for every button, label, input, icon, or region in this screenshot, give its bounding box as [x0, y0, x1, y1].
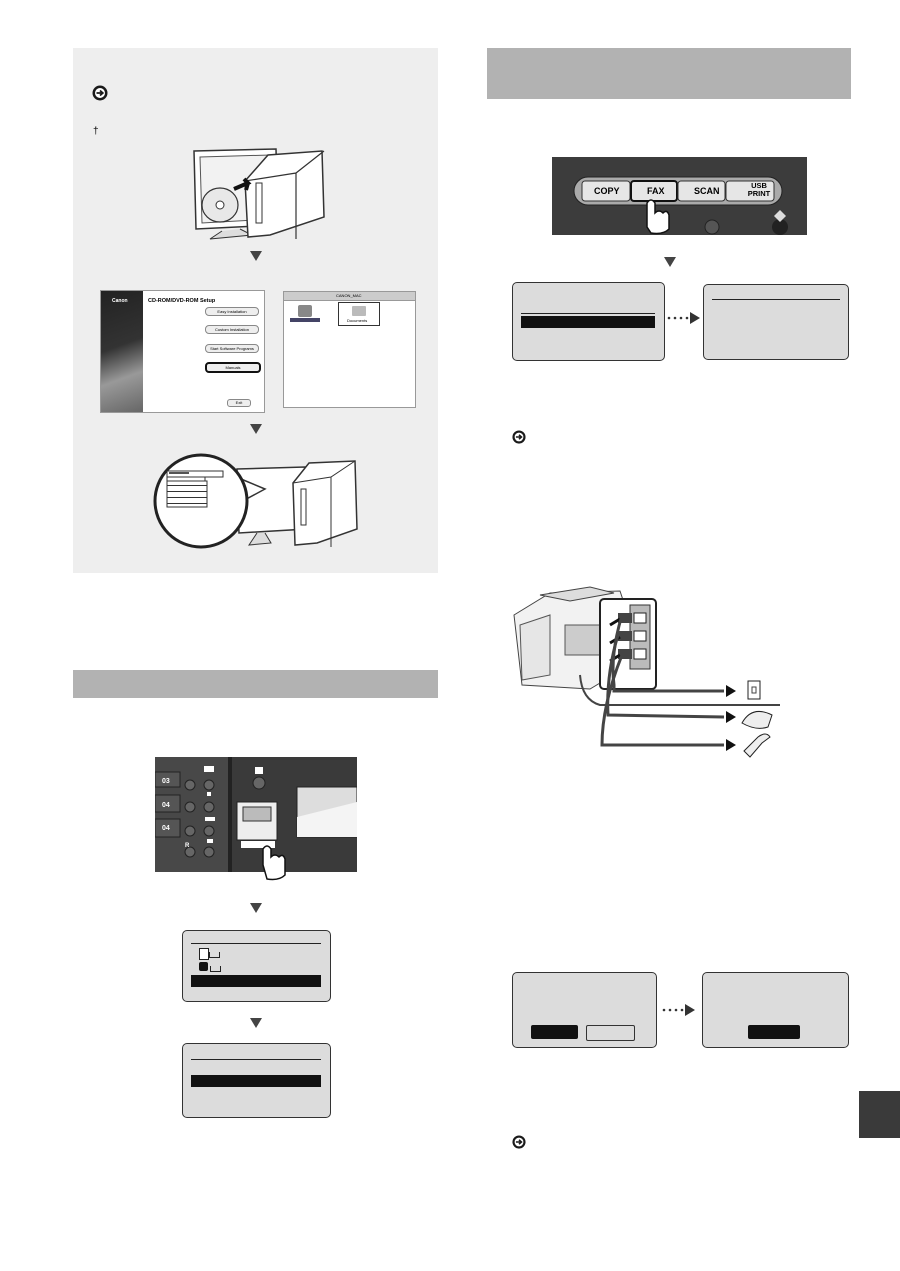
dotted-arrow	[666, 311, 702, 330]
mac-finder-window: CANON_MAC Documents	[283, 291, 416, 408]
paper-icon	[209, 952, 220, 958]
folder-label: Documents	[347, 318, 368, 323]
down-arrow-icon	[250, 251, 262, 261]
custom-installation-button[interactable]: Custom Installation	[205, 325, 259, 334]
usb-print-button[interactable]: USB PRINT	[747, 181, 771, 198]
lcd-selected-option[interactable]	[748, 1025, 800, 1039]
down-arrow-icon	[250, 903, 262, 913]
mode-buttons-photo: COPY FAX SCAN USB PRINT	[552, 157, 807, 240]
exit-button[interactable]: Exit	[227, 399, 251, 407]
finder-titlebar	[284, 292, 415, 301]
svg-text:04: 04	[162, 825, 170, 832]
lcd-display-menu	[182, 930, 331, 1002]
manuals-button[interactable]: Manuals	[205, 362, 261, 373]
lcd-divider	[191, 1059, 321, 1060]
down-arrow-icon	[250, 424, 262, 434]
paper-icon	[210, 966, 221, 972]
lcd-fax-result-screen	[703, 284, 849, 360]
lcd-fax-screen	[512, 282, 665, 361]
computer-insert-cd-illustration	[190, 145, 330, 248]
arrow-circle-icon	[512, 1135, 526, 1154]
lcd-divider	[712, 299, 840, 300]
setup-sidebar	[101, 291, 143, 412]
copy-button[interactable]: COPY	[594, 186, 620, 196]
svg-text:04: 04	[162, 802, 170, 809]
operation-panel-photo: 03 04 04 R	[154, 757, 358, 887]
scan-button[interactable]: SCAN	[694, 186, 720, 196]
lcd-done-screen	[702, 972, 849, 1048]
lcd-selected-row[interactable]	[191, 975, 321, 987]
setup-software-window: Canon CD-ROM/DVD-ROM Setup Easy Installa…	[100, 290, 265, 413]
installer-icon	[298, 305, 312, 317]
fax-button[interactable]: FAX	[647, 186, 665, 196]
lcd-selected-row[interactable]	[191, 1075, 321, 1087]
documents-folder[interactable]: Documents	[338, 302, 380, 326]
canon-logo: Canon	[112, 298, 128, 304]
down-arrow-icon	[250, 1018, 262, 1028]
lcd-divider	[521, 313, 655, 314]
lcd-selected-row[interactable]	[521, 316, 655, 328]
lcd-confirm-screen	[512, 972, 657, 1048]
dotted-arrow	[661, 1003, 697, 1022]
finder-title: CANON_MAC	[336, 293, 362, 298]
fax-line-connection-illustration	[510, 585, 800, 770]
drawer-icon	[199, 962, 208, 971]
paper-tray-icon	[199, 948, 209, 960]
lcd-selected-option[interactable]	[531, 1025, 578, 1039]
lcd-unselected-option[interactable]	[586, 1025, 635, 1041]
computer-manual-illustration	[145, 445, 370, 562]
down-arrow-icon	[664, 257, 676, 267]
section-header-bar	[73, 670, 438, 698]
easy-installation-button[interactable]: Easy Installation	[205, 307, 259, 316]
folder-icon	[352, 306, 366, 316]
arrow-circle-icon	[92, 85, 108, 106]
language-side-tab	[859, 1091, 900, 1138]
lcd-divider	[191, 943, 321, 944]
start-software-programs-button[interactable]: Start Software Programs	[205, 344, 259, 353]
installer-label	[290, 318, 320, 322]
arrow-circle-icon	[512, 430, 526, 449]
lcd-display-submenu	[182, 1043, 331, 1118]
svg-text:R: R	[185, 843, 190, 849]
svg-text:03: 03	[162, 778, 170, 785]
dagger-mark: †	[93, 126, 99, 137]
section-header-bar	[487, 48, 851, 99]
setup-title: CD-ROM/DVD-ROM Setup	[148, 298, 216, 304]
